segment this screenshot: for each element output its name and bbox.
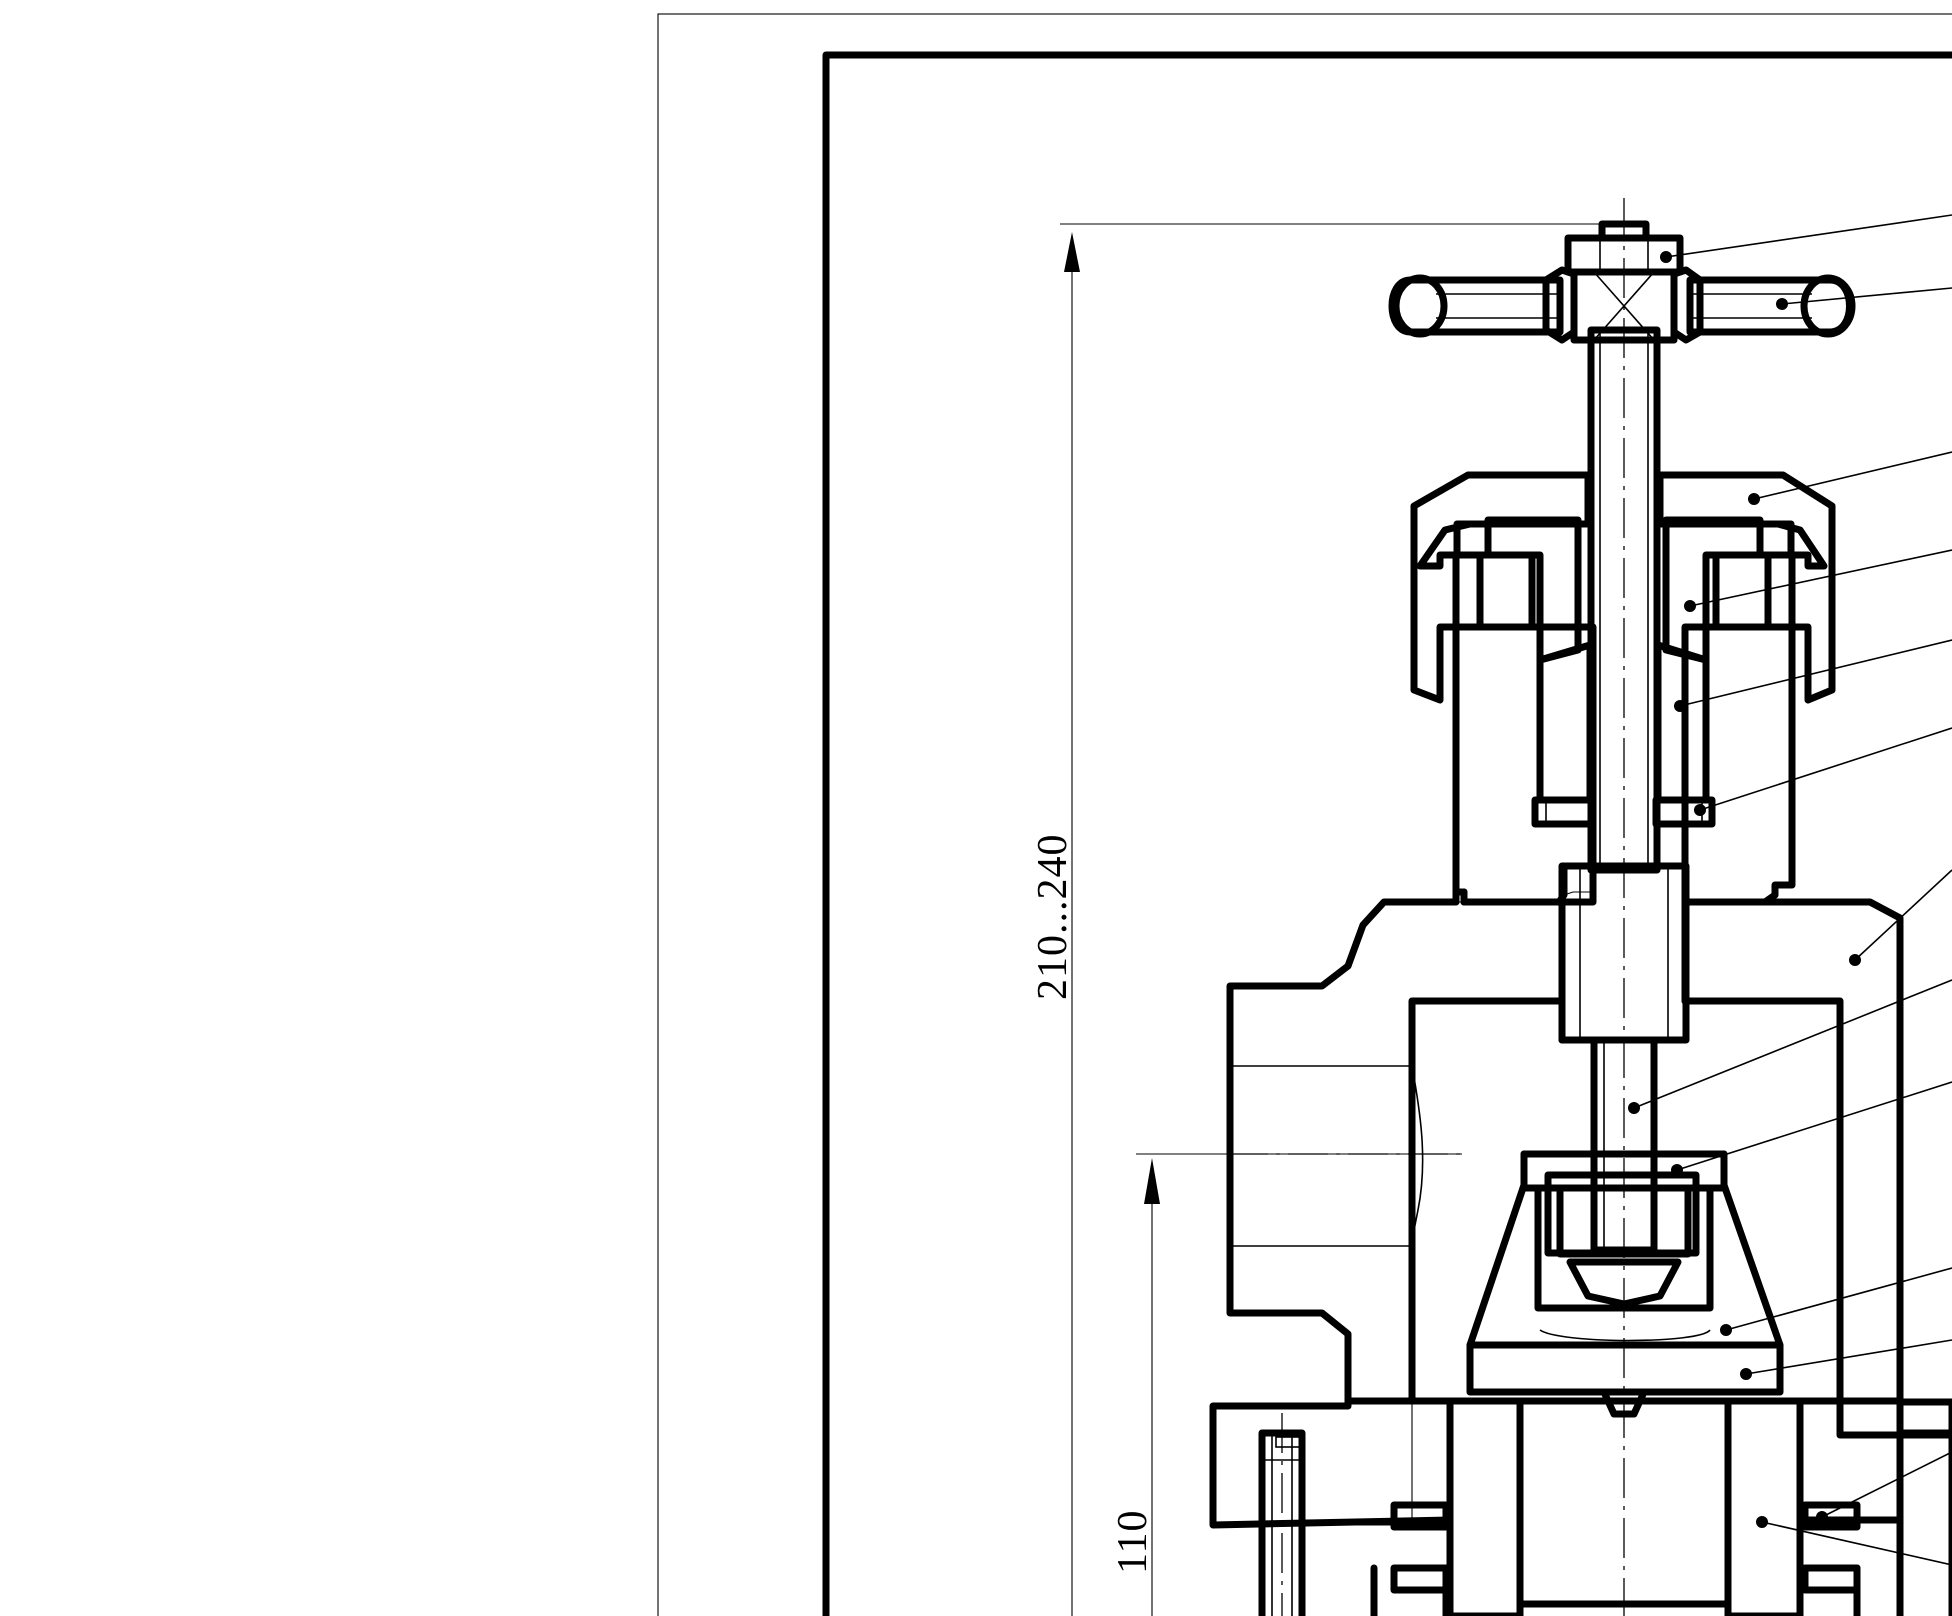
gland-nut <box>1410 471 1836 704</box>
dimension-overall-height: 210...240 <box>1030 223 1602 1616</box>
dimension-text-inlet-height: 110 <box>1110 1510 1156 1574</box>
drawing-frame <box>822 51 1952 1616</box>
valve-disc <box>1466 1150 1784 1418</box>
left-stud-bolt <box>1258 1413 1450 1616</box>
handwheel <box>1388 220 1856 344</box>
part-leaders <box>1628 214 1952 1566</box>
right-stud-bolt <box>1801 1429 1952 1616</box>
dimension-text-overall-height: 210...240 <box>1030 834 1076 1001</box>
valve-body <box>1209 623 1952 1616</box>
sheet-outer-border <box>657 13 1952 1616</box>
